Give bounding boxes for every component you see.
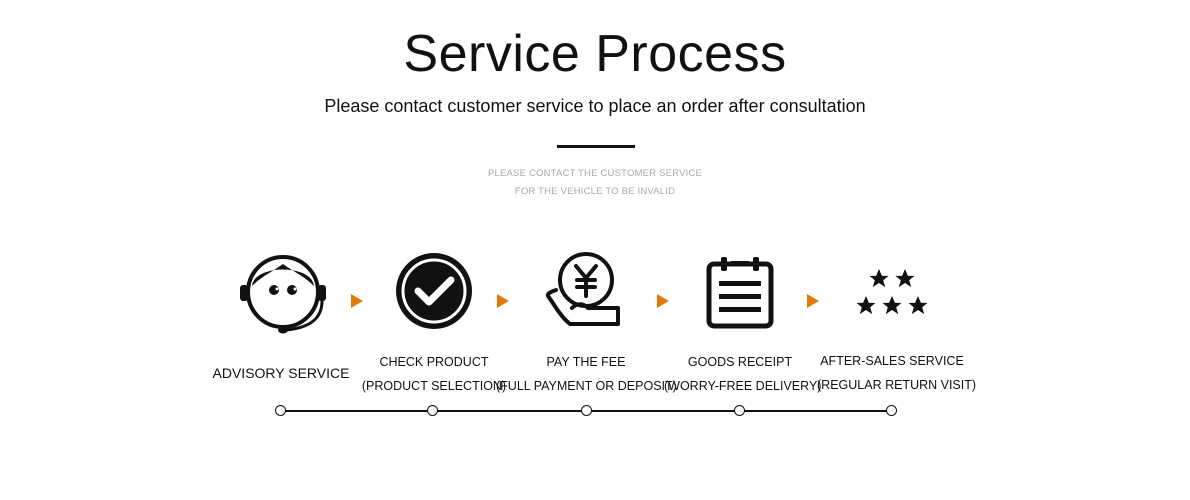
page-title: Service Process [403,25,787,83]
step-detail: (PRODUCT SELECTION) [361,379,507,393]
step-title: CHECK PRODUCT [379,355,489,369]
step-detail: (REGULAR RETURN VISIT) [817,378,977,392]
step-label-pay-fee: PAY THE FEE (FULL PAYMENT OR DEPOSIT) [496,354,677,394]
customer-service-headset-icon [240,255,326,334]
step-arrow-1 [351,294,363,308]
step-title: ADVISORY SERVICE [212,365,350,381]
step-label-advisory: ADVISORY SERVICE [211,365,351,381]
step-title: GOODS RECEIPT [687,355,793,369]
step-detail: (FULL PAYMENT OR DEPOSIT) [496,379,677,393]
step-arrow-4 [807,294,819,308]
five-stars-icon [856,269,928,315]
page-subtitle: Please contact customer service to place… [324,96,866,116]
yen-coin-hand-icon [545,252,620,326]
checkmark-circle-icon [396,253,472,329]
timeline-dot-3 [581,405,592,416]
step-detail: (WORRY-FREE DELIVERY) [664,379,822,393]
timeline-dot-5 [886,405,897,416]
calendar-receipt-icon [706,257,774,329]
step-title: PAY THE FEE [546,355,626,369]
title-divider [557,145,635,148]
step-title: AFTER-SALES SERVICE [820,354,964,368]
step-arrow-2 [497,294,509,308]
step-label-goods-receipt: GOODS RECEIPT (WORRY-FREE DELIVERY) [664,354,822,394]
timeline-dot-1 [275,405,286,416]
note-line-2: FOR THE VEHICLE TO BE INVALID [514,186,676,197]
note-line-1: PLEASE CONTACT THE CUSTOMER SERVICE [487,168,703,179]
step-arrow-3 [657,294,669,308]
timeline-dot-2 [427,405,438,416]
step-label-after-sales: AFTER-SALES SERVICE (REGULAR RETURN VISI… [817,353,977,393]
step-label-check-product: CHECK PRODUCT (PRODUCT SELECTION) [359,354,509,394]
timeline-dot-4 [734,405,745,416]
